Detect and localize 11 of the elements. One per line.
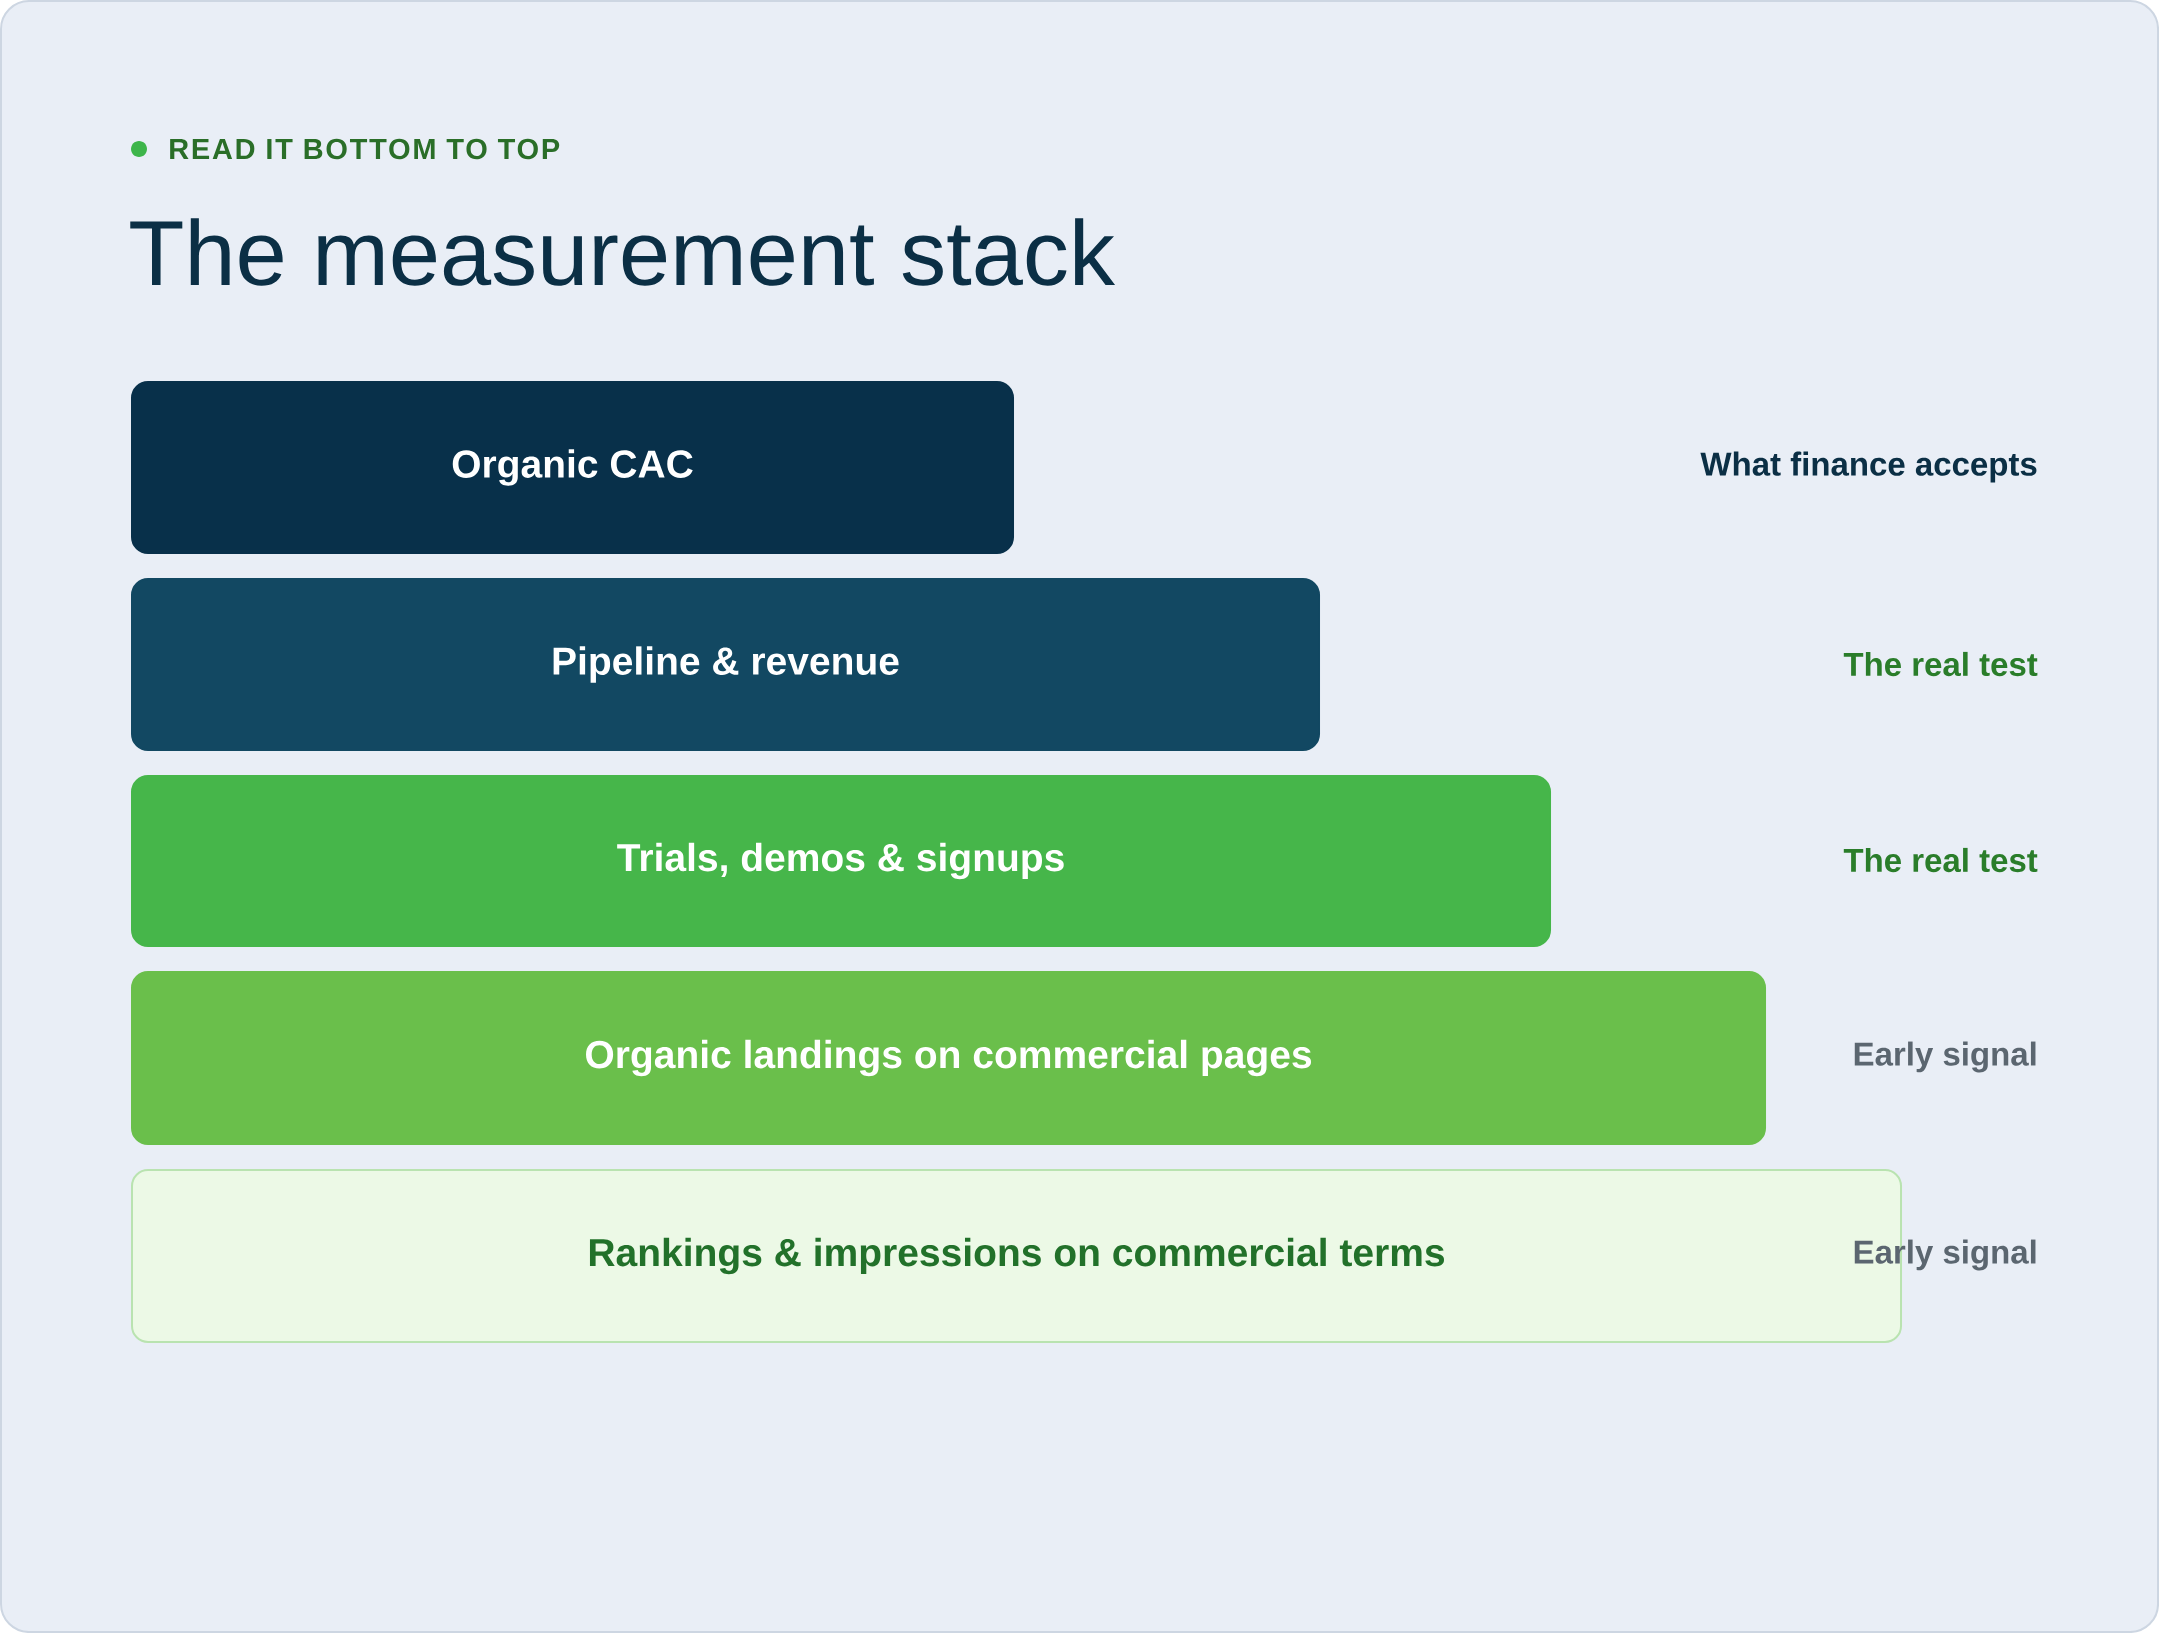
bar: Pipeline & revenue bbox=[131, 578, 1320, 751]
bar: Organic CAC bbox=[131, 381, 1014, 554]
side-label: Early signal bbox=[1854, 1239, 2036, 1271]
side-label: The real test bbox=[1843, 651, 2038, 677]
title: The measurement stack bbox=[130, 218, 1116, 286]
side-label: Early signal bbox=[1854, 1041, 2036, 1073]
bar: Organic landings on commercial pages bbox=[131, 971, 1767, 1145]
side-label: The real test bbox=[1843, 847, 2038, 873]
side-label: What finance accepts bbox=[1700, 451, 2037, 483]
kicker-label: READ IT BOTTOM TO TOP bbox=[170, 138, 560, 160]
bar: Trials, demos & signups bbox=[131, 775, 1551, 947]
